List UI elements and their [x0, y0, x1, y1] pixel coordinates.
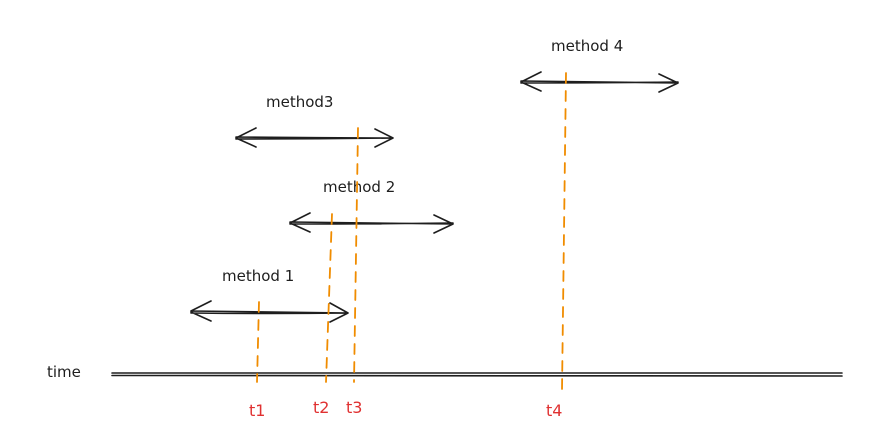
time-axis-line — [111, 372, 843, 377]
time-axis-label: time — [47, 363, 81, 381]
method-4-arrow — [520, 71, 679, 93]
marker-t2-line — [325, 213, 333, 383]
marker-t4-line — [561, 72, 567, 391]
method-1-label: method 1 — [222, 267, 294, 285]
method-4-label: method 4 — [551, 37, 623, 55]
time-axis: time — [47, 363, 843, 381]
marker-t1-line — [256, 301, 260, 383]
marker-t4-label: t4 — [546, 401, 562, 420]
method-4-range: method 4 — [520, 37, 679, 93]
method-2-label: method 2 — [323, 178, 395, 196]
marker-t3-label: t3 — [346, 398, 362, 417]
marker-t1-label: t1 — [249, 401, 265, 420]
marker-t2-label: t2 — [313, 398, 329, 417]
method-3-range: method3 — [235, 93, 394, 148]
method-3-arrow — [235, 127, 394, 148]
method-2-range: method 2 — [289, 178, 454, 234]
method-1-range: method 1 — [190, 267, 349, 323]
time-markers: t1 t2 t3 t4 — [249, 72, 567, 420]
method-1-arrow — [190, 300, 349, 323]
method-3-label: method3 — [266, 93, 333, 111]
method-2-arrow — [289, 212, 454, 234]
marker-t3-line — [353, 127, 359, 383]
